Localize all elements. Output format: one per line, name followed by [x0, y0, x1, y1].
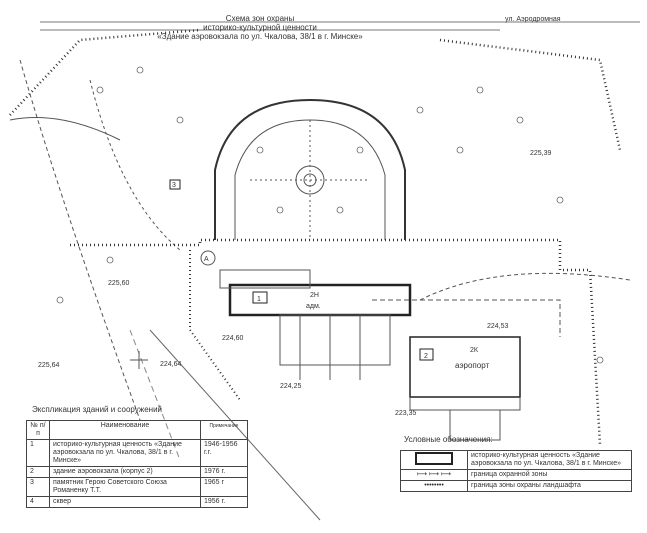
column-header: Наименование: [49, 420, 201, 440]
building-1-marker: [252, 291, 268, 304]
row-note: 1956 г.: [200, 496, 248, 508]
elevation-label: 224,25: [280, 383, 302, 390]
table-header-row: № п/п Наименование Примечание: [26, 420, 248, 440]
point-a-circle: [200, 250, 216, 266]
square-arc: [214, 98, 406, 240]
landscape-boundary: [189, 250, 241, 401]
row-name: здание аэровокзала (корпус 2): [49, 466, 201, 478]
contour-line: [419, 272, 631, 301]
row-note: 1965 г: [200, 477, 248, 497]
legend-label: историко-культурная ценность «Здание аэр…: [467, 450, 632, 470]
title-line: Схема зон охраны: [225, 14, 295, 23]
building-2-type: 2К: [470, 347, 479, 354]
legend-item: •••••••• граница зоны охраны ландшафта: [400, 480, 632, 492]
path-line: [9, 117, 121, 141]
contour-line: [89, 79, 181, 251]
column-header: Примечание: [200, 420, 248, 440]
building-2: [409, 336, 521, 398]
row-number: 3: [26, 477, 50, 497]
building-1-wing: [219, 269, 311, 289]
street-label: ул. Аэродромная: [505, 16, 561, 23]
building-2-use: аэропорт: [455, 361, 489, 370]
legend-title: Условные обозначения:: [404, 435, 493, 444]
row-name: историко-культурная ценность «Здание аэр…: [49, 439, 201, 467]
row-name: сквер: [49, 496, 201, 508]
point-a-label: А: [204, 256, 209, 263]
heritage-rectangle-icon: [415, 452, 453, 465]
explication-title: Экспликация зданий и сооружений: [32, 405, 163, 414]
building-1-use: адм.: [306, 303, 321, 310]
elevation-label: 225,60: [108, 280, 130, 287]
building-2-number: 2: [424, 353, 428, 360]
building-2-annex: [409, 397, 521, 441]
row-note: 1976 г.: [200, 466, 248, 478]
legend-item: ⟼ ⟼ ⟼ граница охранной зоны: [400, 469, 632, 481]
row-note: 1946-1956 г.г.: [200, 439, 248, 467]
alley: [250, 120, 370, 240]
legend-table: историко-культурная ценность «Здание аэр…: [400, 450, 632, 492]
monument-marker: [169, 179, 181, 190]
row-name: памятник Герою Советского Союза Романенк…: [49, 477, 201, 497]
elevation-label: 224,53: [487, 323, 509, 330]
legend-item: историко-культурная ценность «Здание аэр…: [400, 450, 632, 470]
contour-line: [19, 59, 141, 421]
site-line: [372, 299, 561, 337]
elevation-label: 225,39: [530, 150, 552, 157]
explication-table: № п/п Наименование Примечание 1 историко…: [26, 420, 248, 508]
table-row: 4 сквер 1956 г.: [26, 496, 248, 508]
elevation-label: 224,64: [160, 361, 182, 368]
landscape-boundary-icon: ••••••••: [400, 480, 468, 492]
title-line: «Здание аэровокзала по ул. Чкалова, 38/1…: [157, 32, 363, 41]
courtyard-lines: [299, 315, 361, 380]
row-number: 1: [26, 439, 50, 467]
table-row: 2 здание аэровокзала (корпус 2) 1976 г.: [26, 466, 248, 478]
elevation-label: 225,64: [38, 362, 60, 369]
column-header: № п/п: [26, 420, 50, 440]
title-line: историко-культурной ценности: [203, 23, 317, 32]
building-1-type: 2Н: [310, 292, 319, 299]
legend-label: граница охранной зоны: [467, 469, 632, 481]
trees: [56, 66, 604, 364]
geodetic-cross: [130, 351, 148, 369]
table-row: 1 историко-культурная ценность «Здание а…: [26, 439, 248, 467]
legend-label: граница зоны охраны ландшафта: [467, 480, 632, 492]
row-number: 2: [26, 466, 50, 478]
building-2-marker: [419, 348, 434, 361]
elevation-label: 223,35: [395, 410, 417, 417]
protection-boundary-icon: ⟼ ⟼ ⟼: [400, 469, 468, 481]
building-1-annex: [279, 314, 391, 366]
elevation-label: 224,60: [222, 335, 244, 342]
road-edge: [129, 329, 181, 461]
monument-number: 3: [172, 182, 176, 189]
table-row: 3 памятник Герою Советского Союза Романе…: [26, 477, 248, 497]
building-1-number: 1: [257, 296, 261, 303]
row-number: 4: [26, 496, 50, 508]
road-line: [40, 21, 640, 31]
map-title: Схема зон охраны историко-культурной цен…: [150, 14, 370, 41]
